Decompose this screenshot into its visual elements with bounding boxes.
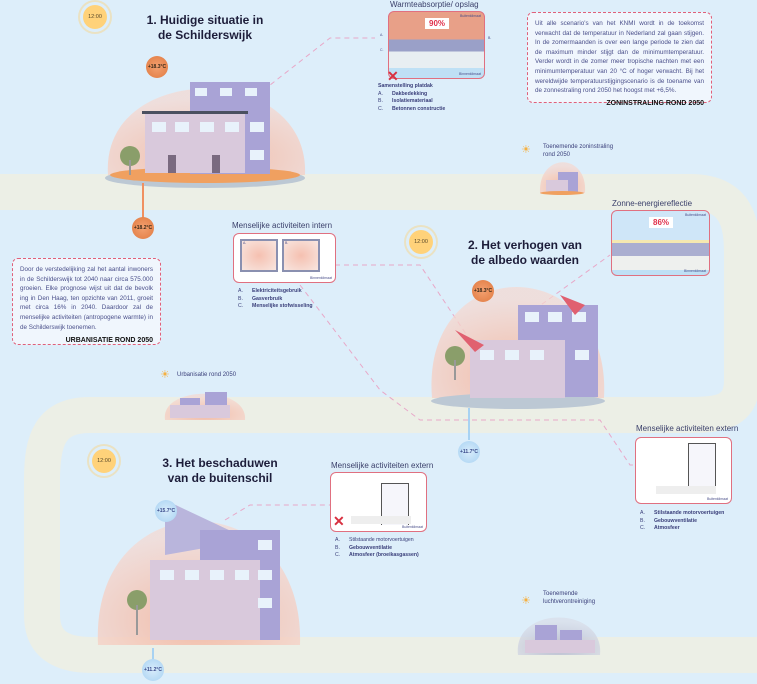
absorption-list-title: Samenstelling platdak [378,83,433,89]
reflection-diagram: Buitenklimaat 86% Binnenklimaat [611,210,710,276]
marker-a: A. [380,33,384,37]
list-item: C.Menselijke stofwisseling [238,303,313,309]
cross-icon: ✕ [387,68,399,84]
extern-2-diagram: Buitenklimaat [635,437,732,504]
temp-badge-inside-3: +15.7°C [155,500,177,522]
reflection-title: Zonne-energiereflectie [612,199,693,208]
pollution-label: Toenemende luchtverontreiniging [543,591,596,605]
urban-cluster [164,392,246,420]
list-item: C.Atmosfeer [640,525,680,531]
marker-b: B. [488,36,492,40]
extern-1-title: Menselijke activiteiten extern [331,461,434,470]
absorption-percent: 90% [425,18,450,29]
sun-clock-2: 12:00 [409,230,433,254]
cross-icon: ✕ [333,513,345,529]
inside-label: Binnenklimaat [459,72,481,76]
list-item: A.Dakbedekking [378,90,428,97]
temp-badge-below-2: +11.7°C [458,441,480,463]
list-item: A.Stilstaande motorvoertuigen [640,510,725,516]
dome-scene-2 [431,287,605,440]
road [0,174,757,673]
solar-info-text: Uit alle scenario's van het KNMI wordt i… [535,20,704,95]
absorption-diagram: Buitenklimaat 90% Binnenklimaat [388,11,485,79]
extern-1-diagram: Buitenklimaat [330,472,427,532]
sun-clock-3: 12:00 [92,449,116,473]
extern-2-title: Menselijke activiteiten extern [636,424,739,433]
temp-badge-below-1: +18.2°C [132,217,154,239]
sun-icon: ☀ [521,595,531,607]
urban-info-text: Door de verstedelijking zal het aantal i… [20,266,153,331]
mini-dome-solar [539,162,586,195]
outside-label: Buitenklimaat [684,213,706,217]
sun-clock-1: 12:00 [83,5,107,29]
list-item: B.Gasverbruik [238,295,283,302]
temp-badge-inside-1: +18.3°C [146,56,168,78]
intern-diagram: A.B. Binnenklimaat [233,233,336,283]
temp-badge-inside-2: +18.3°C [472,280,494,302]
list-item: C.Atmosfeer (broeikasgassen) [335,552,419,558]
urban-label: Urbanisatie rond 2050 [177,372,237,378]
dome-scene-1 [105,82,306,218]
pollution-cluster [517,617,601,655]
list-item: B.Isolatiemateriaal [378,98,433,104]
inside-label: Binnenklimaat [310,276,332,280]
list-item: B.Gebouwventilatie [640,517,697,524]
intern-title: Menselijke activiteiten intern [232,221,333,230]
list-item: C.Betonnen constructie [378,105,446,112]
sun-icon: ☀ [160,369,170,381]
urban-info-box: Door de verstedelijking zal het aantal i… [12,258,161,345]
solar-increase-label: Toenemende zoninstraling rond 2050 [543,144,614,158]
urban-info-heading: URBANISATIE ROND 2050 [65,337,153,345]
outside-label: Buitenklimaat [401,525,423,529]
scene-3-title: 3. Het beschaduwen van de buitenschil [162,456,278,485]
solar-info-heading: ZONINSTRALING ROND 2050 [606,99,704,107]
list-item: A.Stilstaande motorvoertuigen [335,537,414,543]
extern-2-list: A.Stilstaande motorvoertuigen B.Gebouwve… [640,510,724,533]
scene-1-title: 1. Huidige situatie in de Schilderswijk [146,13,264,42]
list-item: A.Elektriciteitsgebruik [238,288,302,294]
absorption-title: Warmteabsorptie/ opslag [390,0,479,9]
sun-icon: ☀ [521,144,531,156]
outside-label: Buitenklimaat [706,497,728,501]
extern-1-list: A.Stilstaande motorvoertuigen B.Gebouwve… [335,537,419,560]
intern-list: A.Elektriciteitsgebruik B.Gasverbruik C.… [238,288,313,311]
scene-2-title: 2. Het verhogen van de albedo waarden [467,238,583,267]
outside-label: Buitenklimaat [459,14,481,18]
dome-scene-3 [97,500,301,662]
list-item: B.Gebouwventilatie [335,544,392,551]
inside-label: Binnenklimaat [684,269,706,273]
solar-info-box: Uit alle scenario's van het KNMI wordt i… [527,12,712,107]
marker-c: C. [380,48,384,52]
absorption-list: Samenstelling platdak A.Dakbedekking B.I… [378,83,445,113]
temp-badge-below-3: +11.2°C [142,659,164,681]
reflection-percent: 86% [649,217,674,228]
